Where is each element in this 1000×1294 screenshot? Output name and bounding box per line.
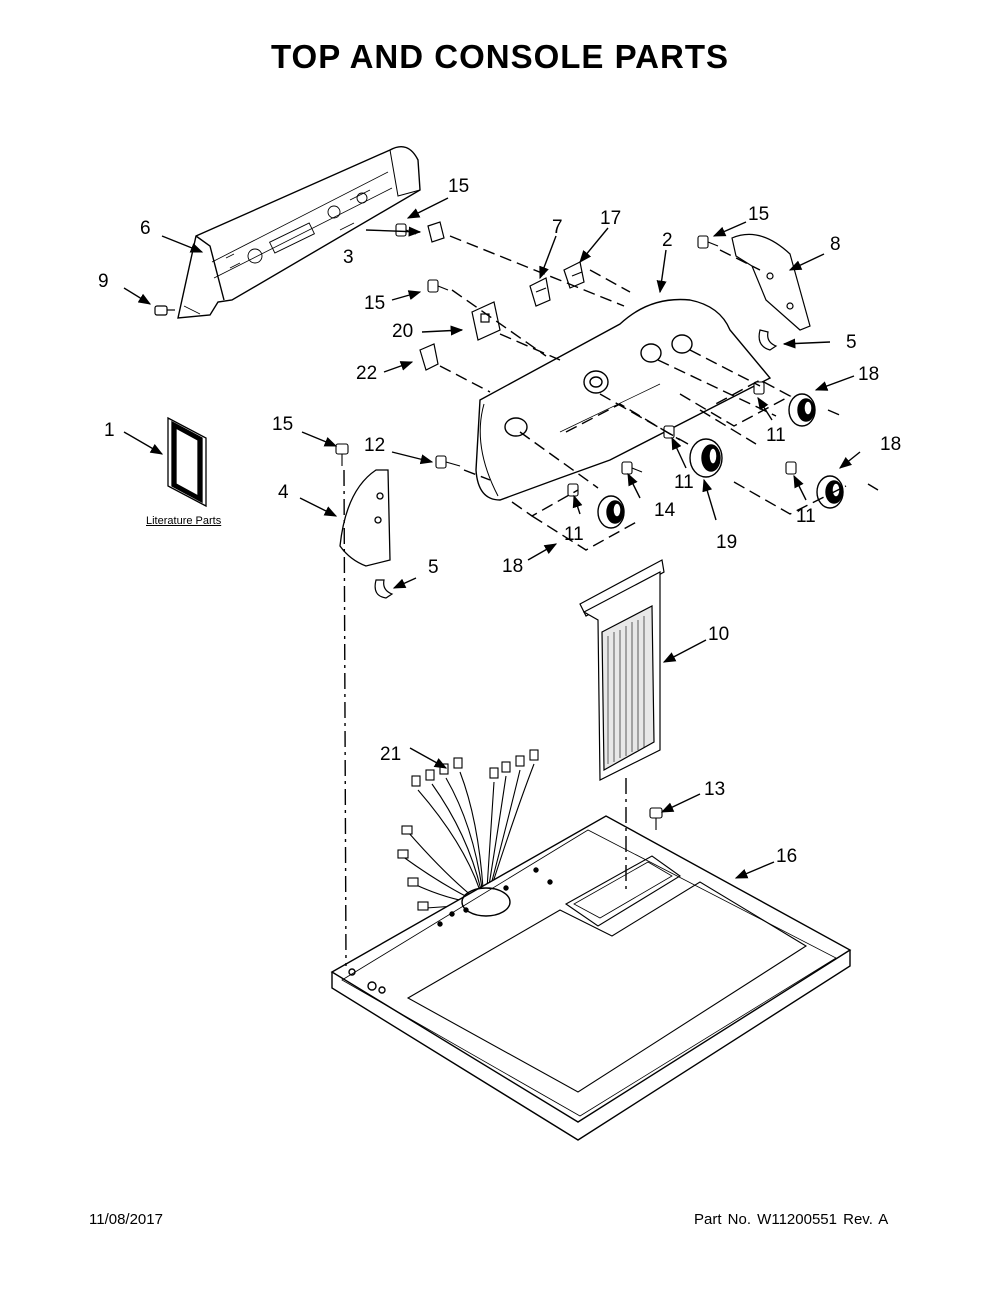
bracket-part-20[interactable]: [471, 301, 501, 341]
callout-16: 16: [776, 846, 797, 867]
control-panel-part[interactable]: [177, 146, 421, 319]
bracket-part-3[interactable]: [427, 221, 445, 243]
callout-14: 14: [654, 500, 676, 521]
callout-10: 10: [708, 624, 729, 645]
page-title: TOP AND CONSOLE PARTS: [271, 38, 729, 75]
callout-12: 12: [364, 435, 385, 456]
callout-11-b: 11: [674, 472, 694, 493]
top-panel-part[interactable]: [330, 815, 852, 1141]
callout-11-c: 11: [796, 506, 816, 527]
clip-part-5-upper[interactable]: [758, 329, 778, 351]
callout-15-a: 15: [448, 176, 469, 197]
callout-15-c: 15: [748, 204, 769, 225]
callout-3: 3: [343, 247, 354, 268]
clip-part-17[interactable]: [563, 261, 585, 289]
callout-8: 8: [830, 234, 841, 255]
clip-part-22[interactable]: [419, 343, 439, 371]
literature-part[interactable]: [167, 416, 207, 508]
end-cap-part-4[interactable]: [339, 469, 391, 567]
leader-arrows: [123, 197, 861, 879]
knob-parts[interactable]: [597, 393, 844, 529]
literature-parts-label[interactable]: Literature Parts: [146, 515, 222, 527]
callout-18-a: 18: [858, 364, 879, 385]
clip-part-7[interactable]: [529, 277, 551, 307]
callout-15-d: 15: [272, 414, 293, 435]
footer-part-number: Part No. W11200551 Rev. A: [694, 1211, 889, 1228]
callout-9: 9: [98, 271, 109, 292]
callout-15-b: 15: [364, 293, 385, 314]
callout-17: 17: [600, 208, 621, 229]
callout-5-a: 5: [846, 332, 857, 353]
callout-2: 2: [662, 230, 673, 251]
assembly-lines: [343, 235, 879, 967]
lint-screen-part[interactable]: [579, 559, 665, 781]
callout-4: 4: [278, 482, 289, 503]
footer-date: 11/08/2017: [89, 1211, 163, 1228]
callout-21: 21: [380, 744, 401, 765]
callout-5-b: 5: [428, 557, 439, 578]
callout-18-c: 18: [502, 556, 523, 577]
callout-20: 20: [392, 321, 413, 342]
callout-19: 19: [716, 532, 737, 553]
callout-11-d: 11: [564, 524, 584, 545]
clip-part-5-lower[interactable]: [374, 579, 394, 599]
callout-labels: 15 6 3 9 15 20 22 7 17 2 15 8 5 18 18 11…: [98, 176, 901, 867]
callout-22: 22: [356, 363, 377, 384]
callout-6: 6: [140, 218, 151, 239]
callout-18-b: 18: [880, 434, 901, 455]
callout-13: 13: [704, 779, 725, 800]
callout-7: 7: [552, 217, 563, 238]
screw-part-9[interactable]: [154, 305, 175, 316]
screw-parts[interactable]: [335, 223, 797, 830]
console-part[interactable]: [475, 298, 772, 501]
callout-11-a: 11: [766, 425, 786, 446]
callout-1: 1: [104, 420, 115, 441]
bracket-part-8[interactable]: [731, 233, 811, 331]
